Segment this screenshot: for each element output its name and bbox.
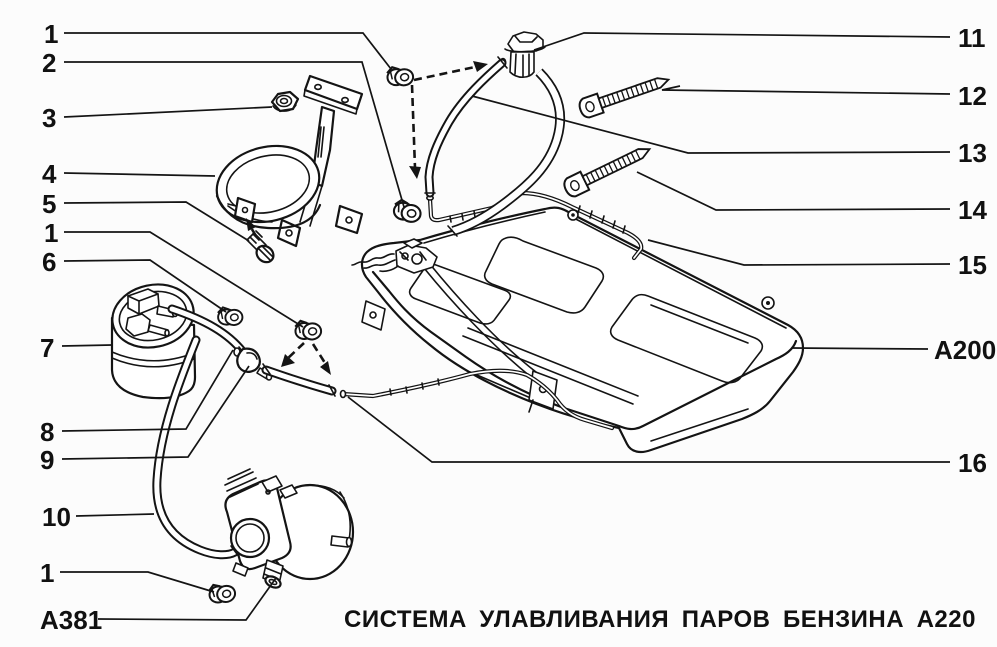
callout-label-9-9: 9 [40,445,54,475]
tie-strap-14-drawing [560,139,655,200]
tank-vapor-pipe-16-drawing [339,368,615,431]
callout-leader-4-3 [63,172,216,177]
nut-drawing [270,90,300,113]
callout-leader-3-2 [63,106,273,118]
callout-label-15-17: 15 [958,250,987,280]
band-clamp-drawing [215,144,322,230]
callout-leader-12-14 [661,85,951,95]
callout-label-11-13: 11 [958,23,986,53]
canister-drawing [110,283,197,400]
callout-leader-13-15 [471,95,951,154]
callout-leader-10-10 [75,513,155,517]
callout-leader-6-6 [63,259,227,313]
callout-leader-11-13 [533,32,951,51]
callout-label-A381-12: A381 [40,605,102,635]
callout-label-6-6: 6 [42,247,56,277]
callout-label-1-0: 1 [44,19,58,49]
callout-label-14-16: 14 [958,195,987,225]
vent-pipe-drawing [425,190,644,261]
fuel-tank-drawing [360,206,805,454]
filler-tube-drawing [447,68,566,237]
callout-leader-9-9 [61,365,250,460]
callout-leader-A200-18 [791,347,929,350]
callout-leader-1-0 [64,32,392,70]
throttle-body-drawing [224,468,355,589]
two-way-valve-drawing [233,347,273,381]
bolt-drawing [246,230,275,264]
caption-word: УЛАВЛИВАНИЯ [479,606,670,633]
callout-label-7-7: 7 [40,333,54,363]
caption-word: А220 [916,606,976,633]
caption-word: ПАРОВ [681,606,771,633]
install-arrows [246,61,488,375]
callout-label-1-5: 1 [44,218,58,248]
callout-label-5-4: 5 [42,189,56,219]
callout-label-13-15: 13 [958,138,987,168]
hose-clamp-bottom-icon [205,578,238,608]
callout-label-A200-18: A200 [934,335,996,365]
callout-label-16-19: 16 [958,448,987,478]
hose-clamp-mid-icon [292,317,324,343]
figure-caption: СИСТЕМА УЛАВЛИВАНИЯ ПАРОВ БЕНЗИНА А220 [344,606,976,634]
callout-leader-A381-12 [97,577,277,621]
callout-label-10-10: 10 [42,502,71,532]
holder-grommet-icon [391,198,423,224]
caption-word: СИСТЕМА [344,606,467,633]
callout-leader-7-7 [61,344,113,347]
hose-valve-to-pipe-drawing [261,363,337,397]
separator-valve-drawing [499,31,546,79]
callout-leader-1-5 [64,231,304,328]
caption-word: БЕНЗИНА [783,606,905,633]
fuel-sender-drawing [351,238,438,274]
callout-leader-16-19 [347,396,950,463]
callout-leader-8-8 [61,349,234,432]
callout-label-8-8: 8 [40,417,54,447]
callout-label-1-11: 1 [40,558,54,588]
callout-label-3-2: 3 [42,103,56,133]
vent-hose-13-drawing [424,56,508,198]
callout-leader-5-4 [63,201,250,242]
callout-leader-1-11 [60,571,215,593]
callout-leader-2-1 [64,61,405,208]
callout-leader-15-17 [647,239,951,266]
callout-label-4-3: 4 [42,159,57,189]
callout-label-12-14: 12 [958,81,987,111]
callout-label-2-1: 2 [42,48,56,78]
callout-leader-14-16 [636,171,951,211]
tie-strap-12-drawing [576,69,673,121]
